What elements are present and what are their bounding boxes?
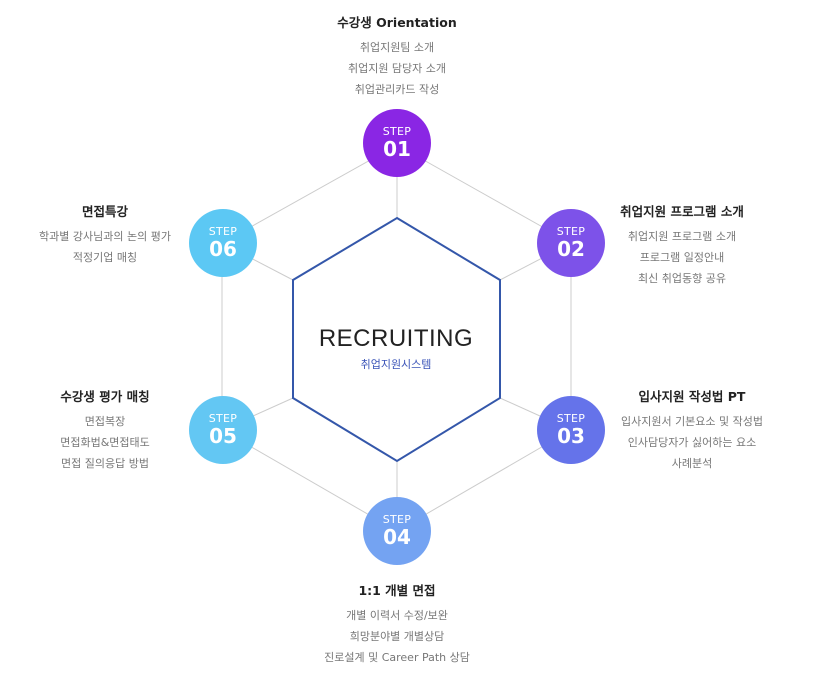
step-item: 적정기업 매칭 (72, 251, 138, 264)
step-item: 희망분야별 개별상담 (349, 630, 445, 643)
step-title: 1:1 개별 면접 (358, 583, 436, 598)
step-number: 03 (557, 424, 585, 448)
step-item: 진로설계 및 Career Path 상담 (324, 651, 470, 664)
step-item: 사례분석 (671, 457, 713, 470)
step-03-circle: STEP 03 (537, 396, 605, 464)
step-number: 01 (383, 137, 411, 161)
step-number: 02 (557, 237, 585, 261)
step-item: 입사지원서 기본요소 및 작성법 (620, 415, 764, 428)
step-item: 취업관리카드 작성 (354, 83, 440, 96)
step-05-circle: STEP 05 (189, 396, 257, 464)
step-item: 개별 이력서 수정/보완 (346, 609, 448, 622)
step-label: STEP (382, 513, 412, 526)
step-item: 면접복장 (84, 415, 126, 428)
step-label: STEP (556, 412, 586, 425)
step-number: 05 (209, 424, 237, 448)
step-06-circle: STEP 06 (189, 209, 257, 277)
center-hexagon (292, 216, 501, 463)
step-04-text: 1:1 개별 면접 개별 이력서 수정/보완 희망분야별 개별상담 진로설계 및… (277, 580, 517, 668)
step-item: 최신 취업동향 공유 (638, 272, 726, 285)
step-05-text: 수강생 평가 매칭 면접복장 면접화법&면접태도 면접 질의응답 방법 (20, 386, 190, 474)
step-item: 취업지원 담당자 소개 (347, 62, 447, 75)
step-title: 면접특강 (81, 204, 128, 219)
step-item: 면접 질의응답 방법 (61, 457, 149, 470)
step-02-text: 취업지원 프로그램 소개 취업지원 프로그램 소개 프로그램 일정안내 최신 취… (582, 201, 782, 289)
step-label: STEP (208, 412, 238, 425)
step-label: STEP (208, 225, 238, 238)
step-02-circle: STEP 02 (537, 209, 605, 277)
step-item: 프로그램 일정안내 (639, 251, 725, 264)
step-title: 취업지원 프로그램 소개 (620, 204, 744, 219)
step-03-text: 입사지원 작성법 PT 입사지원서 기본요소 및 작성법 인사담당자가 싫어하는… (582, 386, 802, 474)
step-title: 수강생 평가 매칭 (60, 389, 150, 404)
step-item: 취업지원 프로그램 소개 (627, 230, 737, 243)
step-item: 취업지원팀 소개 (359, 41, 435, 54)
step-label: STEP (382, 125, 412, 138)
center-title: RECRUITING (318, 325, 474, 352)
step-title: 입사지원 작성법 PT (638, 389, 746, 404)
center-subtitle: 취업지원시스템 (360, 358, 432, 371)
step-number: 04 (383, 525, 411, 549)
step-01-text: 수강생 Orientation 취업지원팀 소개 취업지원 담당자 소개 취업관… (277, 12, 517, 100)
step-label: STEP (556, 225, 586, 238)
step-01-circle: STEP 01 (363, 109, 431, 177)
step-item: 인사담당자가 싫어하는 요소 (627, 436, 757, 449)
step-06-text: 면접특강 학과별 강사님과의 논의 평가 적정기업 매칭 (20, 201, 190, 268)
step-number: 06 (209, 237, 237, 261)
step-title: 수강생 Orientation (337, 15, 457, 30)
step-item: 면접화법&면접태도 (60, 436, 150, 449)
step-04-circle: STEP 04 (363, 497, 431, 565)
step-item: 학과별 강사님과의 논의 평가 (39, 230, 171, 243)
